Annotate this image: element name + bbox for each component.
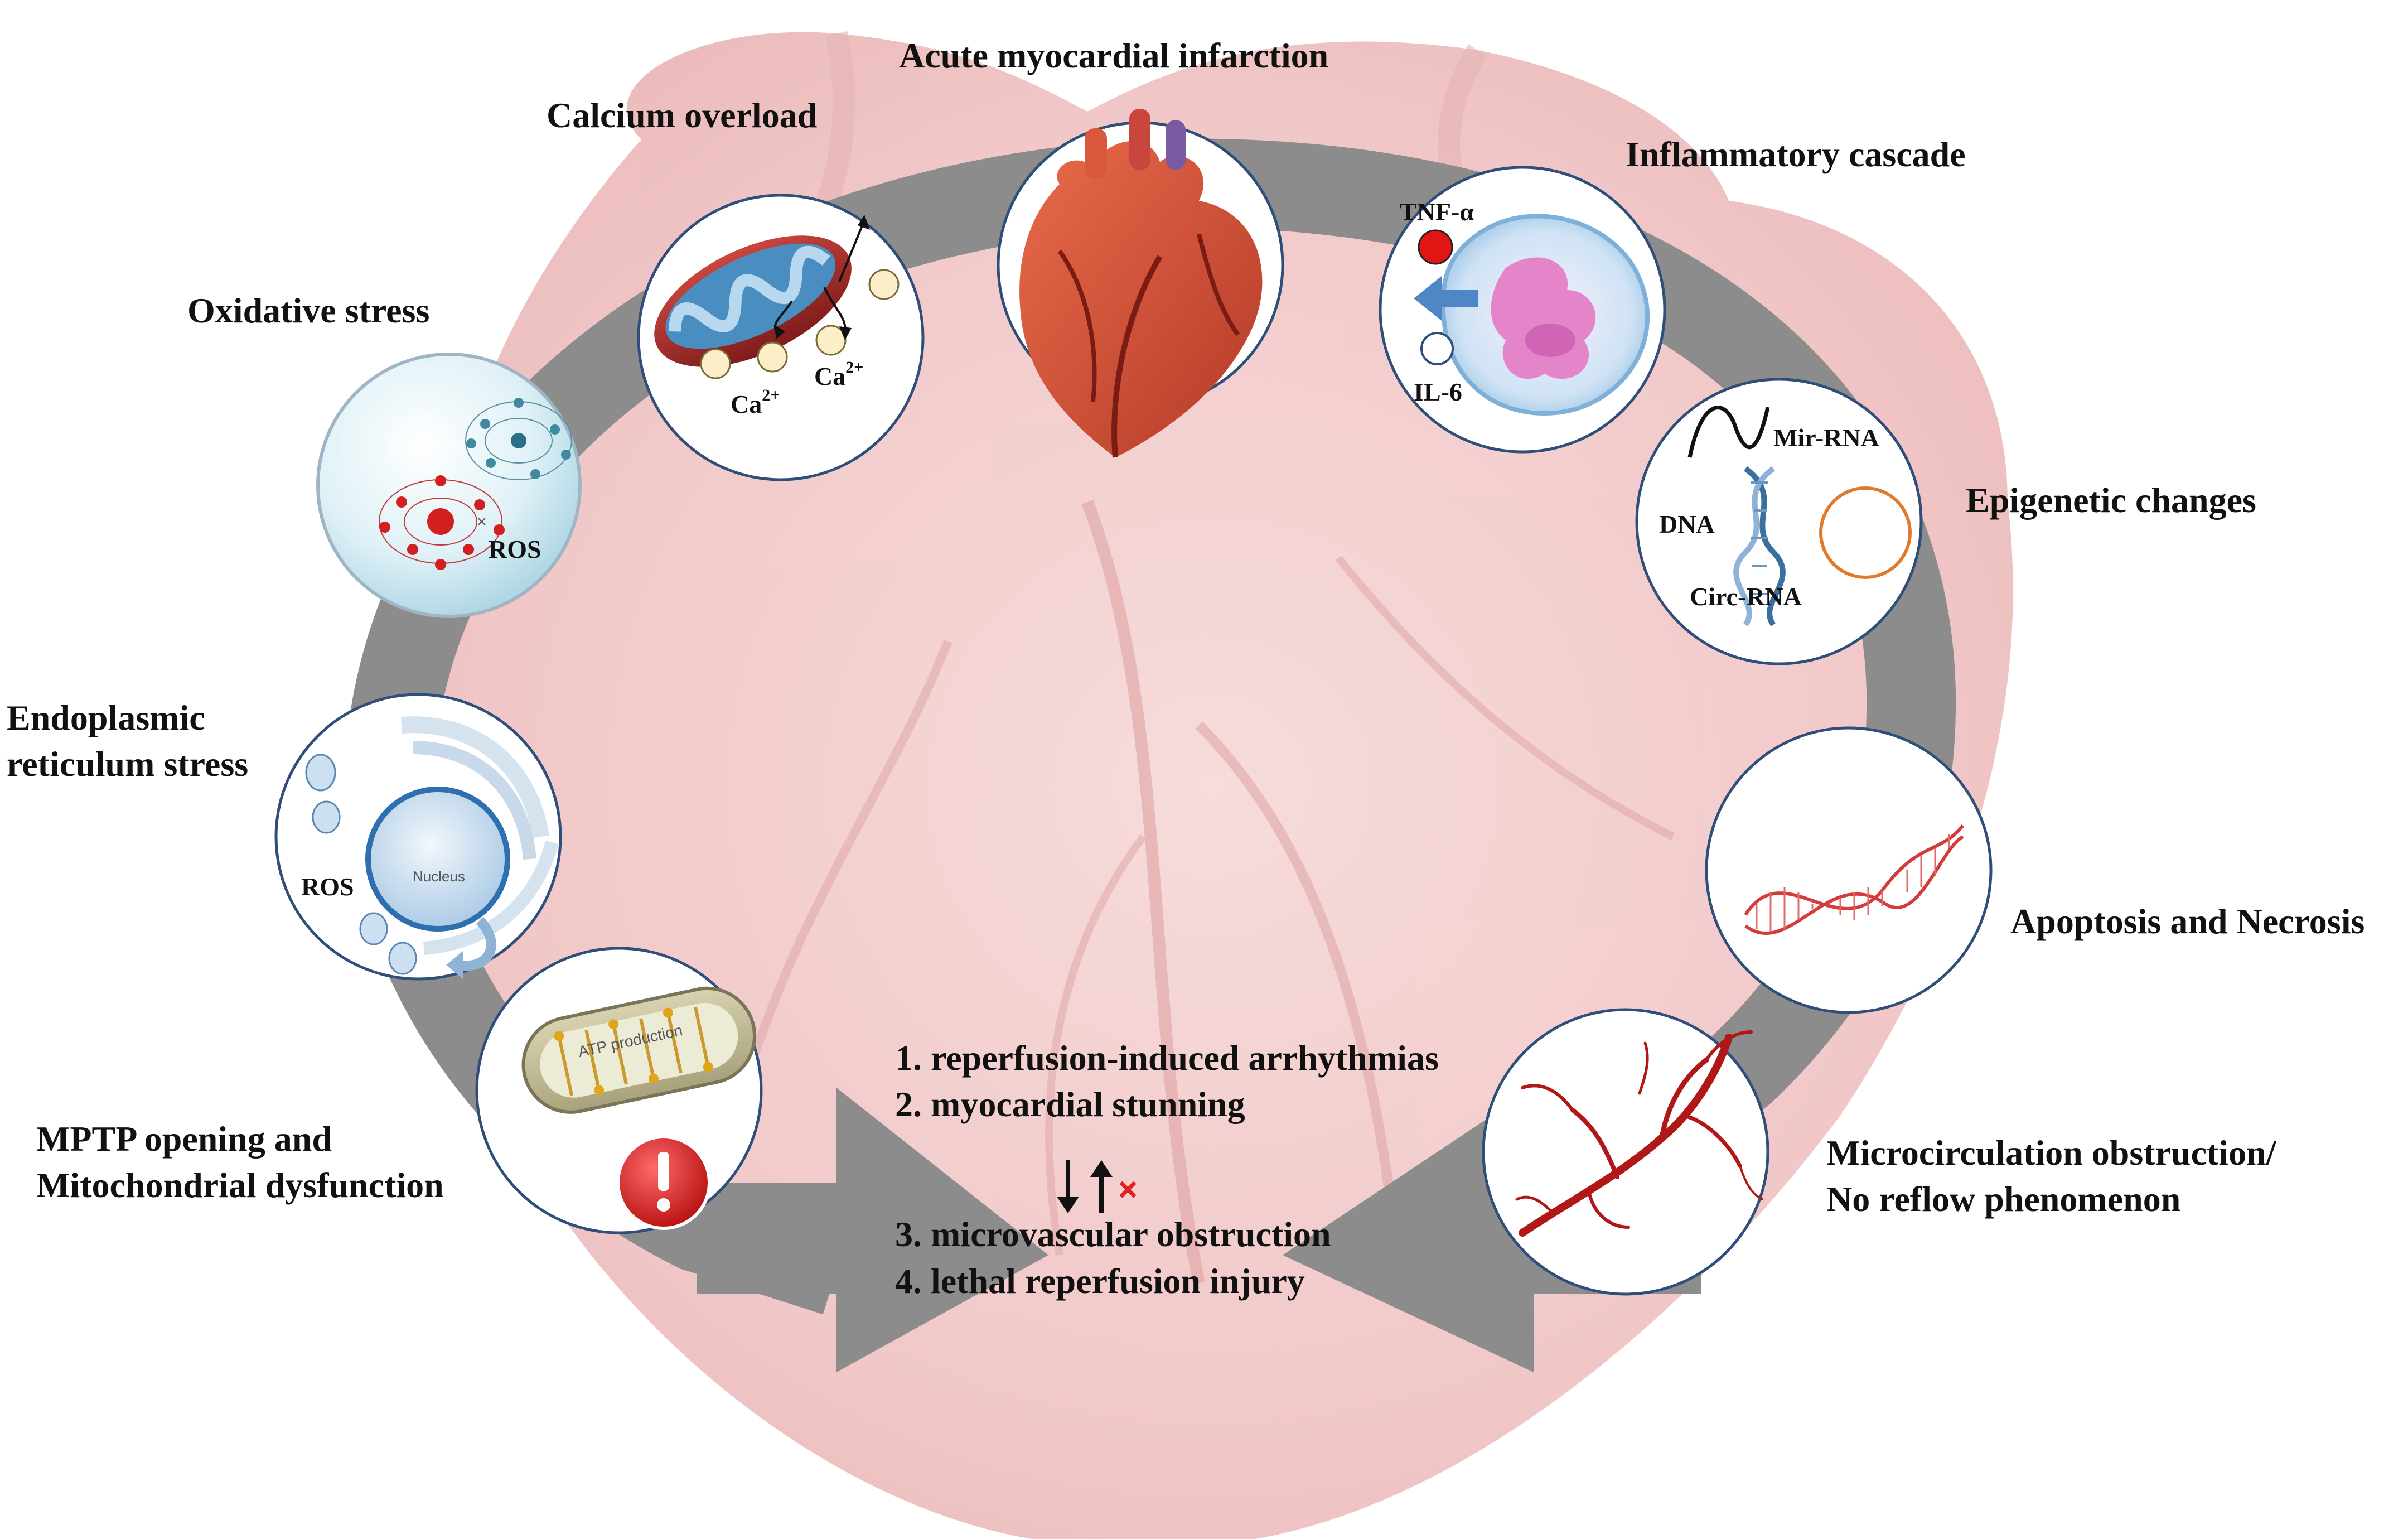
label-er-stress: Endoplasmic reticulum stress — [7, 694, 248, 787]
circle-microcirculation — [1482, 1008, 1769, 1296]
svg-text:Ca2+: Ca2+ — [731, 386, 780, 418]
outcome-3: 3. microvascular obstruction — [895, 1214, 1331, 1255]
label-microcirculation: Microcirculation obstruction/ No reflow … — [1826, 1130, 2276, 1222]
outcome-1: 1. reperfusion-induced arrhythmias — [895, 1038, 1439, 1078]
mptp-line-2: Mitochondrial dysfunction — [36, 1165, 444, 1205]
outcome-list: 1. reperfusion-induced arrhythmias 2. my… — [895, 1035, 1439, 1304]
left-arrow — [697, 1088, 1048, 1372]
circle-epigenetic — [1635, 378, 1923, 665]
er-ros-label: ROS — [301, 872, 354, 901]
circle-inflammatory — [1379, 166, 1666, 454]
circle-oxidative: × — [316, 353, 582, 618]
label-calcium: Calcium overload — [547, 95, 818, 135]
circle-mptp: ATP production — [475, 947, 763, 1234]
tnf-label: TNF-α — [1400, 197, 1474, 226]
svg-text:×: × — [477, 513, 487, 531]
micro-line-1: Microcirculation obstruction/ — [1826, 1133, 2276, 1173]
circle-ami — [997, 109, 1284, 458]
circle-calcium — [637, 194, 925, 481]
cross-icon — [1119, 1181, 1137, 1198]
ros-label: ROS — [489, 535, 541, 563]
label-mptp: MPTP opening and Mitochondrial dysfuncti… — [36, 1116, 444, 1208]
mirna-label: Mir-RNA — [1773, 423, 1879, 452]
circrna-label: Circ-RNA — [1690, 582, 1802, 611]
mptp-line-1: MPTP opening and — [36, 1119, 332, 1159]
label-ami: Acute myocardial infarction — [899, 36, 1329, 75]
dna-label: DNA — [1659, 510, 1715, 538]
circle-apoptosis — [1705, 726, 1993, 1014]
ca-label-2: Ca — [814, 362, 845, 390]
label-oxidative: Oxidative stress — [187, 291, 430, 330]
ca-charge-1: 2+ — [762, 386, 780, 404]
outcome-4: 4. lethal reperfusion injury — [895, 1261, 1305, 1301]
down-arrow-icon — [1057, 1160, 1079, 1213]
nucleus-label: Nucleus — [413, 868, 465, 885]
up-arrow-icon — [1090, 1160, 1113, 1213]
circle-er-stress — [274, 693, 562, 981]
ca-label-1: Ca — [731, 390, 762, 418]
label-inflammatory: Inflammatory cascade — [1626, 134, 1966, 174]
ca-charge-2: 2+ — [845, 358, 863, 377]
label-epigenetic: Epigenetic changes — [1966, 480, 2256, 520]
er-line-2: reticulum stress — [7, 744, 249, 784]
micro-line-2: No reflow phenomenon — [1826, 1179, 2181, 1219]
il6-label: IL-6 — [1414, 378, 1462, 406]
svg-text:Ca2+: Ca2+ — [814, 358, 863, 390]
outcome-2: 2. myocardial stunning — [895, 1084, 1245, 1125]
er-line-1: Endoplasmic — [7, 698, 205, 737]
label-apoptosis: Apoptosis and Necrosis — [2010, 901, 2365, 941]
